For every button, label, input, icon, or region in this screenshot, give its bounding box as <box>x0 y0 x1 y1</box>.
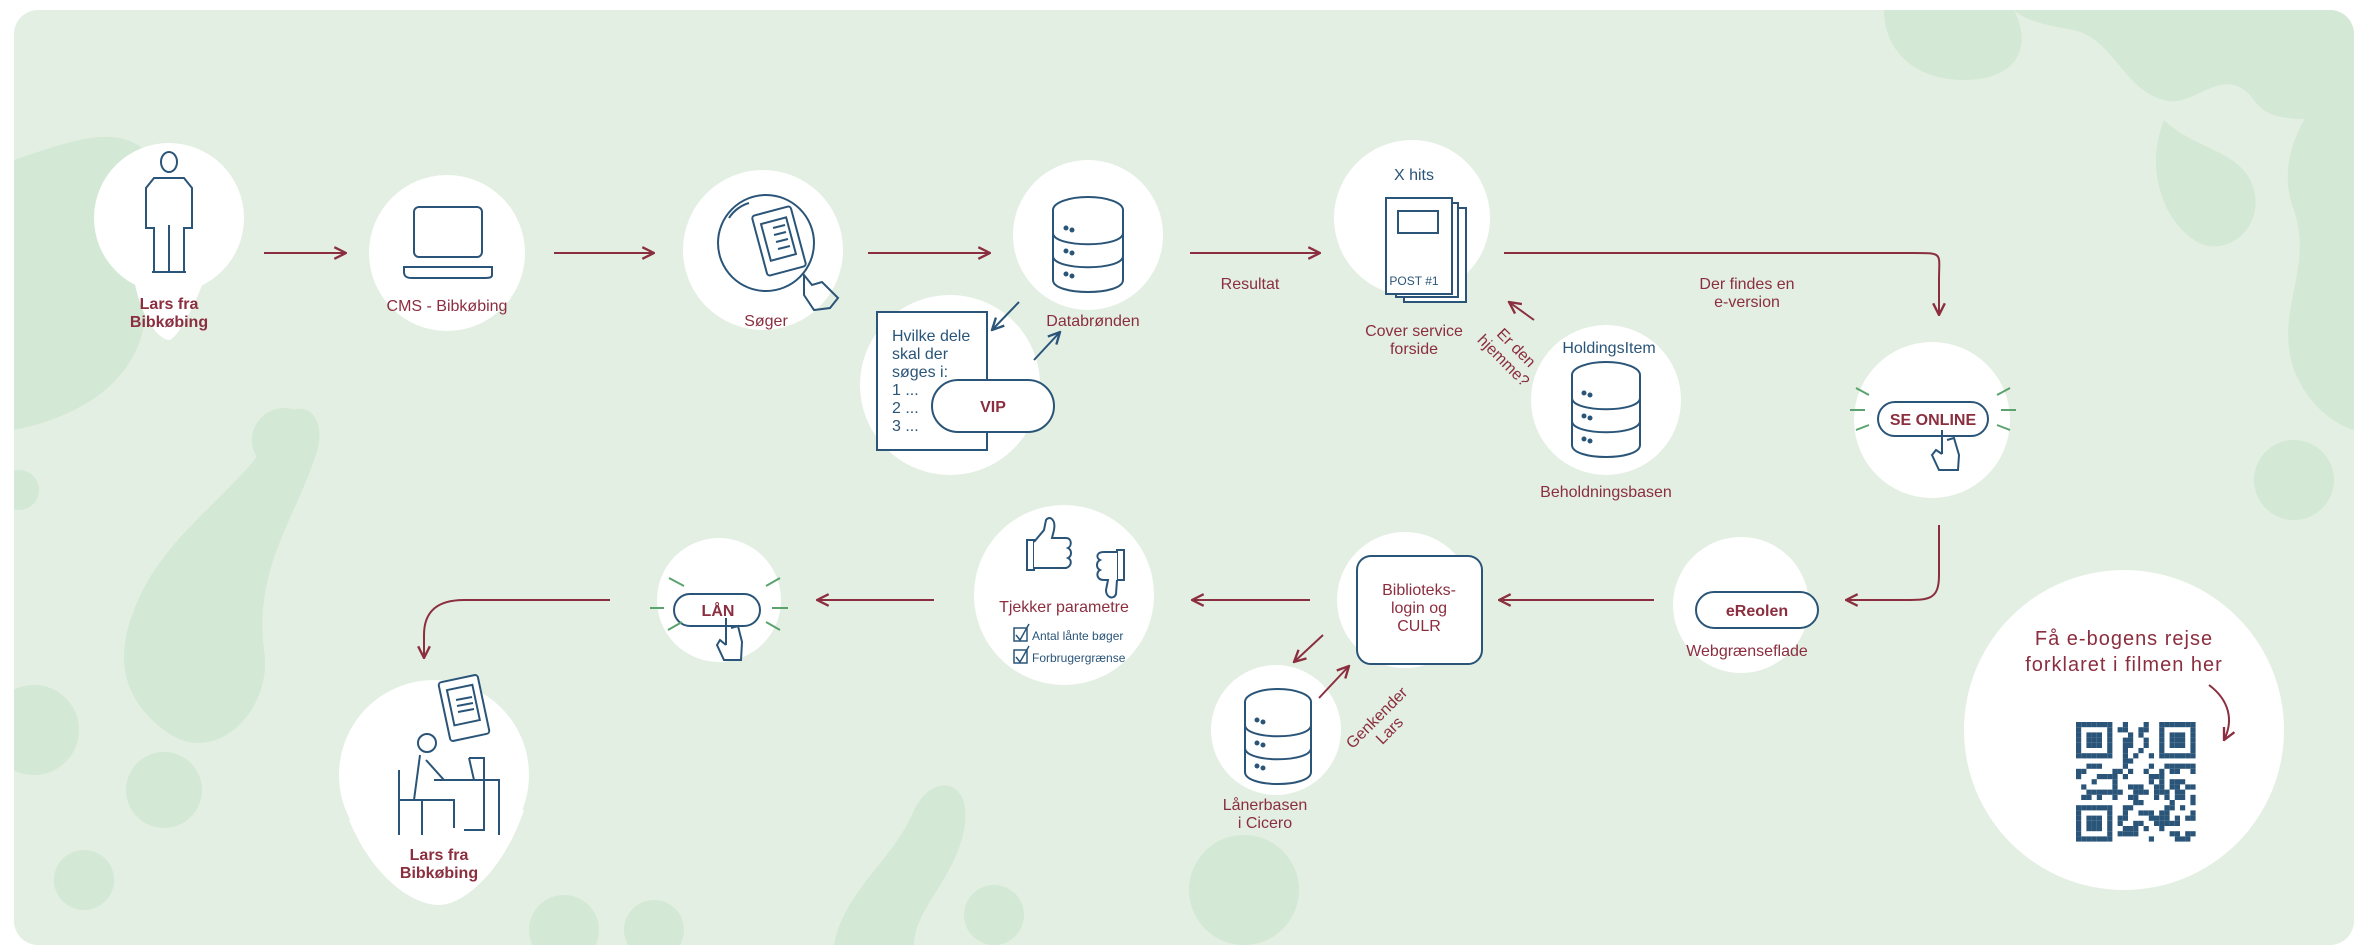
label-databronden: Databrønden <box>1046 313 1139 330</box>
checkboxes <box>1013 623 1030 664</box>
search-tablet-icon <box>717 194 840 312</box>
label-cms: CMS - Bibkøbing <box>387 298 508 315</box>
node-circles <box>94 140 2284 905</box>
background-blobs <box>14 10 2354 945</box>
database-icon <box>1052 196 1124 293</box>
label-post: POST #1 <box>1389 274 1438 288</box>
label-tjekker: Tjekker parametre <box>999 599 1129 616</box>
person-reading-icon <box>398 674 500 835</box>
label-resultat: Resultat <box>1221 276 1280 293</box>
label-x-hits: X hits <box>1394 167 1434 184</box>
label-check1: Antal lånte bøger <box>1032 629 1123 643</box>
laptop-icon <box>403 206 493 279</box>
label-vip: VIP <box>980 399 1006 416</box>
label-ereolen: eReolen <box>1726 603 1788 620</box>
label-laan: LÅN <box>702 601 735 620</box>
label-holdingsitem: HoldingsItem <box>1562 340 1655 357</box>
label-beholdning: Beholdningsbasen <box>1540 484 1672 501</box>
qr-code-icon <box>2076 722 2196 842</box>
person-standing-icon <box>145 151 193 273</box>
label-se-online: SE ONLINE <box>1890 412 1977 429</box>
vip-document <box>876 311 1055 451</box>
laan-button-icon <box>650 577 788 661</box>
documents-icon <box>1385 197 1467 303</box>
biblioteks-login-box <box>1356 555 1483 665</box>
thumbs-icon <box>1026 517 1125 599</box>
label-webgraense: Webgrænseflade <box>1686 643 1808 660</box>
label-check2: Forbrugergrænse <box>1032 651 1126 665</box>
ereolen-button-shape <box>1695 591 1819 629</box>
laanerbase-database-icon <box>1244 688 1312 785</box>
vip-arrows <box>992 301 1060 361</box>
se-online-button-icon <box>1850 387 2016 471</box>
label-soeger: Søger <box>744 313 788 330</box>
holdings-database-icon <box>1571 361 1641 458</box>
flow-arrows <box>264 253 2229 740</box>
label-genkender: GenkenderLars <box>1343 684 1424 765</box>
